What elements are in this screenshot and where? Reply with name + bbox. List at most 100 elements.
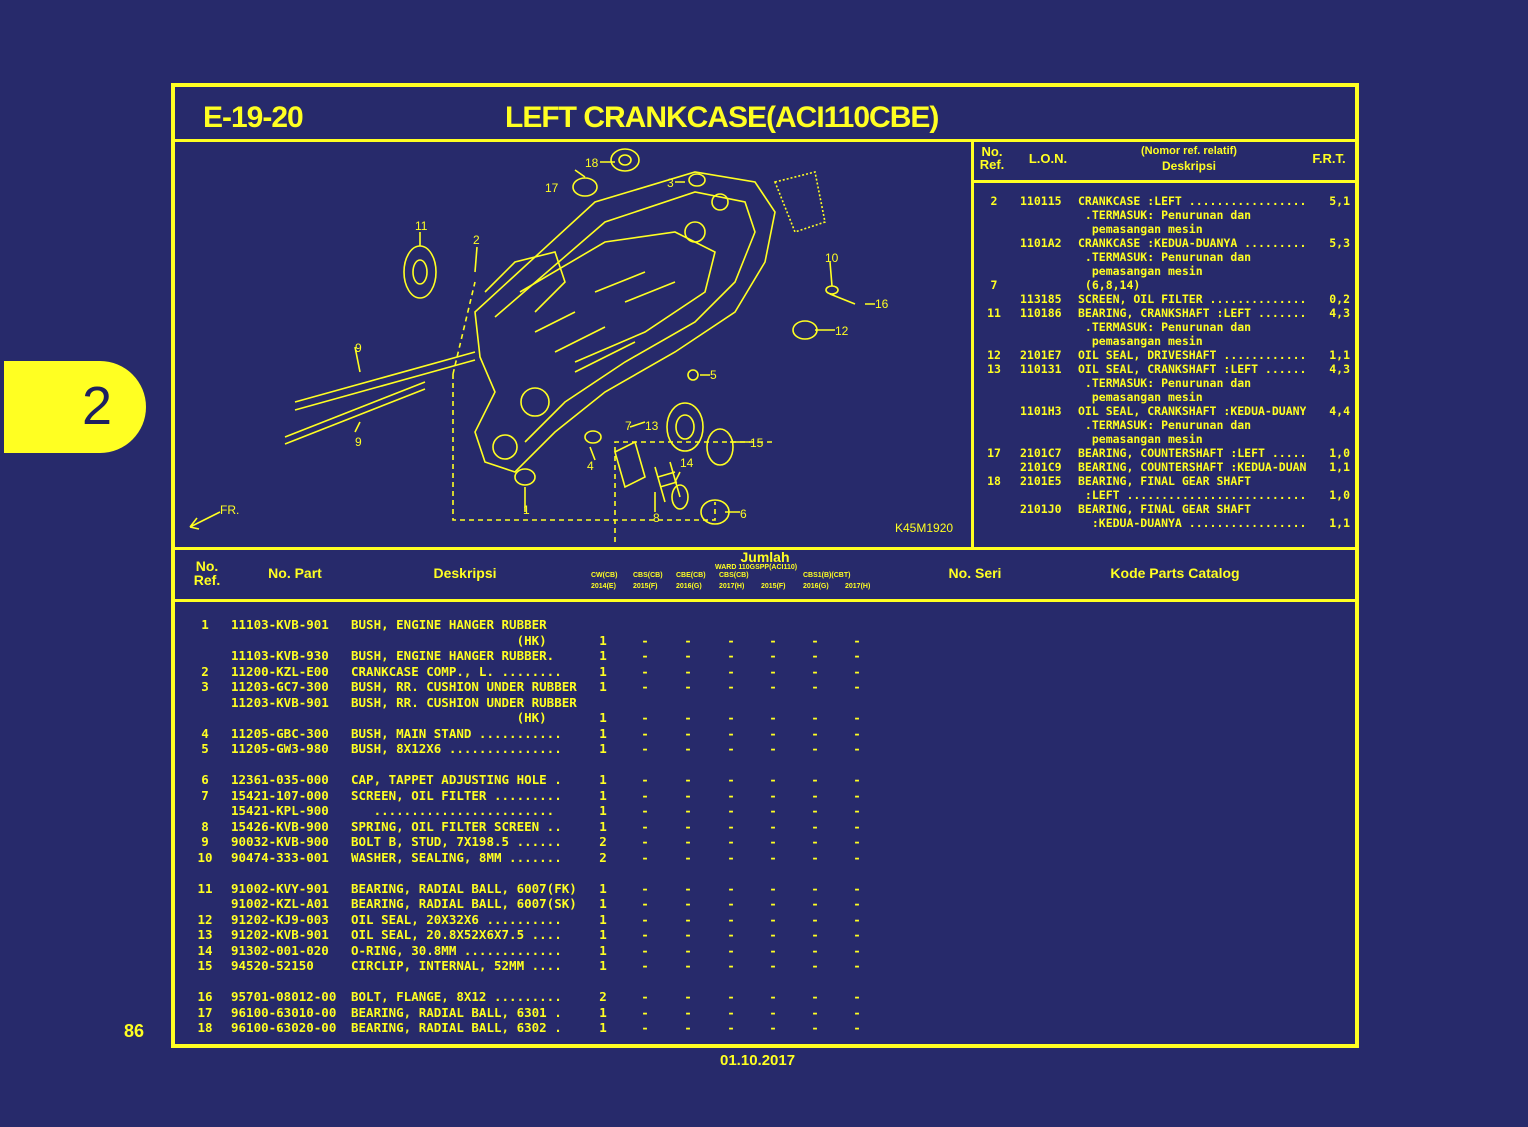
labor-ref-table: No. Ref. L.O.N. (Nomor ref. relatif) Des… bbox=[974, 142, 1355, 547]
qty-cell: - bbox=[641, 632, 649, 648]
qty-cell: - bbox=[727, 741, 735, 756]
qty-cell: - bbox=[811, 772, 819, 787]
qty-cell: - bbox=[684, 679, 692, 694]
frt-value: 1,1 bbox=[1329, 348, 1350, 362]
qty-cell: 1 bbox=[599, 725, 607, 741]
ref: 17 bbox=[197, 1004, 213, 1020]
divider bbox=[974, 180, 1355, 183]
ref-no: 11 bbox=[987, 306, 1001, 320]
callout-18: 18 bbox=[585, 156, 599, 170]
callout-10: 10 bbox=[825, 251, 839, 265]
ref-desc: pemasangan mesin bbox=[1078, 390, 1203, 404]
lon-code: 113185 bbox=[1020, 292, 1062, 306]
qty-cell: 1 bbox=[599, 1020, 607, 1035]
qty-cell: 1 bbox=[599, 648, 607, 663]
ref-desc: SCREEN, OIL FILTER .............. bbox=[1078, 292, 1306, 306]
lon-code: 2101E7 bbox=[1020, 348, 1062, 362]
qty-cell: 1 bbox=[599, 880, 607, 896]
ref-desc: CRANKCASE :KEDUA-DUANYA ......... bbox=[1078, 236, 1306, 250]
qty-cell: - bbox=[684, 741, 692, 756]
year-label: 2015(F) bbox=[761, 583, 786, 590]
lon-code: 1101H3 bbox=[1020, 404, 1062, 418]
ref-desc: .TERMASUK: Penurunan dan bbox=[1078, 320, 1252, 334]
qty-cell: - bbox=[684, 772, 692, 787]
qty-cell: - bbox=[727, 927, 735, 942]
qty-cell: - bbox=[727, 849, 735, 865]
part-number: 11103-KVB-930 bbox=[231, 648, 329, 663]
callout-8: 8 bbox=[653, 511, 660, 525]
part-number: 91002-KZL-A01 bbox=[231, 896, 329, 911]
qty-cell: - bbox=[727, 818, 735, 834]
qty-cell: 1 bbox=[599, 803, 607, 818]
qty-cell: - bbox=[641, 834, 649, 849]
qty-cell: - bbox=[684, 880, 692, 896]
qty-cell: - bbox=[769, 989, 777, 1004]
qty-cell: - bbox=[853, 1020, 861, 1035]
ref-desc: pemasangan mesin bbox=[1078, 334, 1203, 348]
qty-cell: - bbox=[853, 942, 861, 958]
callout-9b: 9 bbox=[355, 435, 362, 449]
ref: 15 bbox=[197, 958, 213, 973]
part-desc: BEARING, RADIAL BALL, 6007(SK) bbox=[351, 896, 577, 911]
qty-cell: 1 bbox=[599, 896, 607, 911]
qty-cell: - bbox=[727, 989, 735, 1004]
part-number: 91002-KVY-901 bbox=[231, 880, 329, 896]
part-desc: WASHER, SEALING, 8MM ....... bbox=[351, 849, 562, 865]
section-code: E-19-20 bbox=[203, 101, 304, 134]
qty-cell: - bbox=[684, 818, 692, 834]
part-desc: OIL SEAL, 20.8X52X6X7.5 .... bbox=[351, 927, 562, 942]
qty-cell: - bbox=[769, 710, 777, 725]
qty-cell: - bbox=[727, 632, 735, 648]
qty-cell: - bbox=[811, 834, 819, 849]
qty-cell: - bbox=[727, 725, 735, 741]
part-number: 15421-107-000 bbox=[231, 787, 329, 803]
col-no-ref: No. Ref. bbox=[193, 558, 221, 588]
qty-cell: - bbox=[811, 818, 819, 834]
qty-cell: 2 bbox=[599, 849, 607, 865]
part-number: 91302-001-020 bbox=[231, 942, 329, 958]
part-desc: SCREEN, OIL FILTER ......... bbox=[351, 787, 562, 803]
part-desc: O-RING, 30.8MM ............. bbox=[351, 942, 562, 958]
ref: 14 bbox=[197, 942, 213, 958]
ref-desc: :LEFT ............................ bbox=[1078, 488, 1306, 502]
qty-cell: - bbox=[769, 958, 777, 973]
divider bbox=[971, 139, 974, 550]
ref: 12 bbox=[197, 911, 213, 927]
ref-desc: .TERMASUK: Penurunan dan bbox=[1078, 376, 1252, 390]
qty-cell: - bbox=[684, 834, 692, 849]
qty-cell: - bbox=[853, 772, 861, 787]
part-number: 11203-KVB-901 bbox=[231, 694, 329, 710]
frt-value: 4,3 bbox=[1329, 362, 1350, 376]
qty-cell: - bbox=[811, 710, 819, 725]
callout-7: 7 bbox=[625, 419, 632, 433]
qty-cell: - bbox=[769, 927, 777, 942]
part-desc: ........................ bbox=[351, 803, 555, 818]
frt-value: 5,1 bbox=[1329, 194, 1350, 208]
qty-cell: - bbox=[684, 989, 692, 1004]
qty-cell: - bbox=[853, 849, 861, 865]
part-number: 11205-GBC-300 bbox=[231, 725, 329, 741]
qty-cell: - bbox=[853, 679, 861, 694]
year-label: 2014(E) bbox=[591, 583, 616, 590]
qty-cell: - bbox=[769, 803, 777, 818]
qty-cell: - bbox=[853, 632, 861, 648]
ref-desc: OIL SEAL, DRIVESHAFT ............ bbox=[1078, 348, 1306, 362]
qty-cell: - bbox=[684, 849, 692, 865]
qty-cell: 1 bbox=[599, 787, 607, 803]
qty-cell: - bbox=[769, 1020, 777, 1035]
year-label: 2017(H) bbox=[845, 583, 871, 590]
chapter-tab[interactable]: 2 bbox=[4, 361, 146, 453]
qty-cell: - bbox=[727, 787, 735, 803]
ref-desc: pemasangan mesin bbox=[1078, 264, 1203, 278]
model-label: CBS(CB) bbox=[633, 572, 663, 579]
qty-cell: - bbox=[684, 632, 692, 648]
chapter-number: 2 bbox=[81, 376, 112, 436]
part-desc: BOLT B, STUD, 7X198.5 ...... bbox=[351, 834, 562, 849]
col-desc: Deskripsi bbox=[433, 565, 497, 581]
model-label: CW(CB) bbox=[591, 572, 618, 579]
qty-cell: - bbox=[684, 710, 692, 725]
qty-cell: - bbox=[811, 632, 819, 648]
diagram-callouts: 18 17 3 11 2 10 16 12 9 5 9 7 13 15 4 14… bbox=[220, 156, 953, 535]
qty-cell: - bbox=[769, 942, 777, 958]
qty-cell: - bbox=[641, 663, 649, 679]
